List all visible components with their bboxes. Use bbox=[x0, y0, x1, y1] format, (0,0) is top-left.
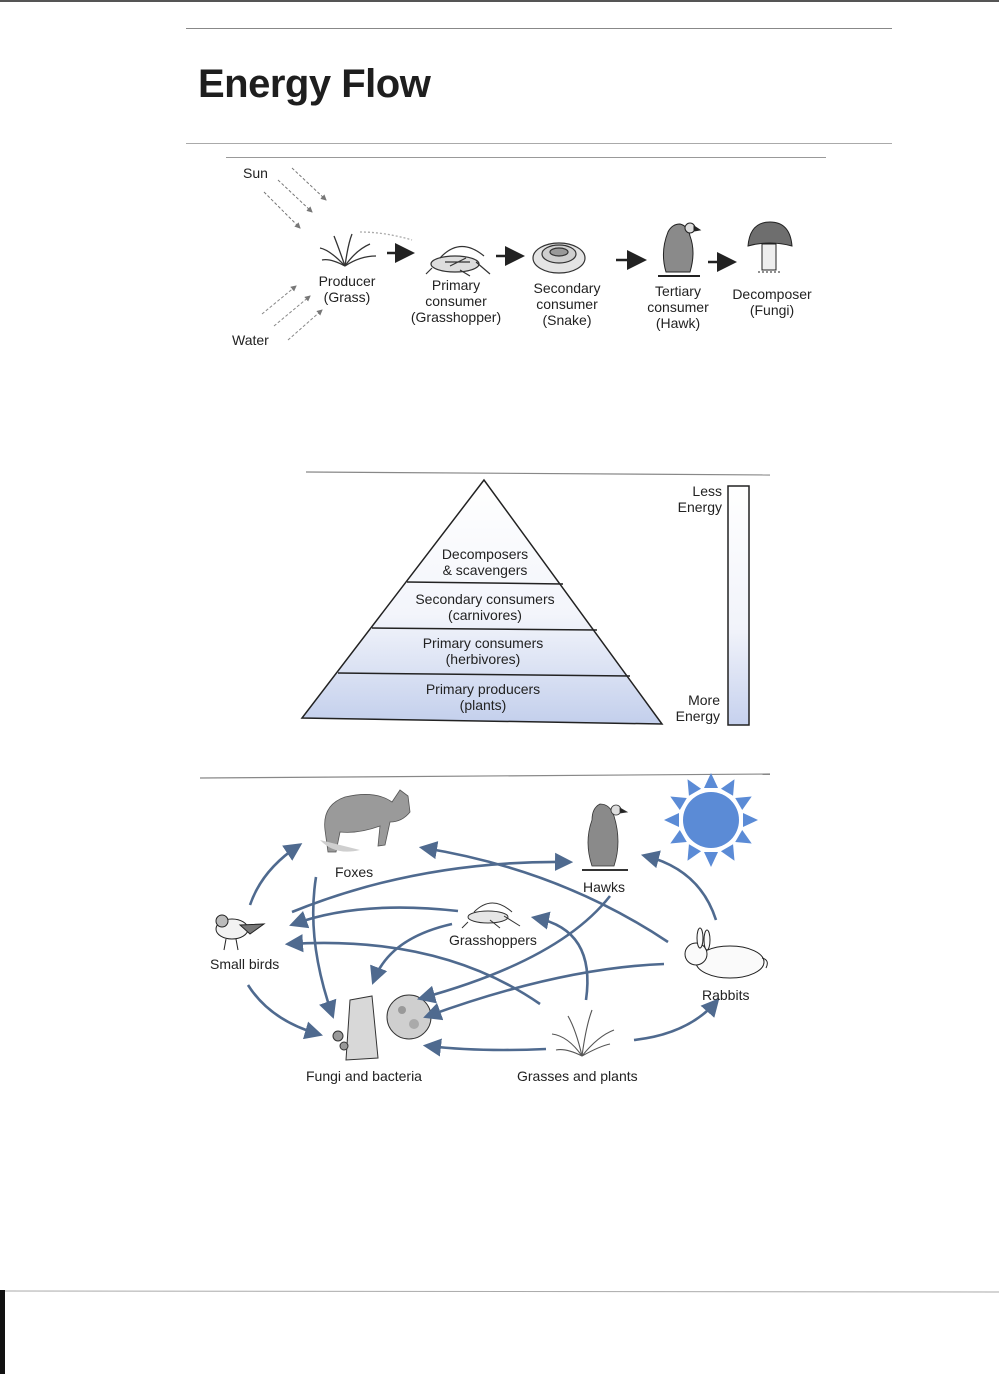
scale-line: More bbox=[688, 692, 720, 708]
web-node-foxes: Foxes bbox=[335, 864, 374, 880]
section2-rule bbox=[305, 471, 771, 476]
level-line: (carnivores) bbox=[448, 607, 522, 623]
energy-scale-bar bbox=[727, 485, 750, 726]
hawk-web-icon bbox=[582, 803, 629, 871]
stage-line: consumer bbox=[425, 293, 487, 309]
level-line: & scavengers bbox=[442, 562, 528, 578]
chain-stage-producer: Producer (Grass) bbox=[297, 273, 397, 305]
fox-icon bbox=[320, 789, 411, 853]
level-line: Primary producers bbox=[425, 681, 541, 697]
page-bottom-rule bbox=[0, 1290, 999, 1293]
title-top-rule bbox=[186, 28, 892, 29]
level-line: (herbivores) bbox=[445, 651, 521, 667]
level-line: Secondary consumers bbox=[415, 591, 555, 607]
sun-label: Sun bbox=[243, 165, 268, 181]
stage-line: Secondary bbox=[533, 280, 601, 296]
sun-ray bbox=[720, 779, 735, 796]
fungi-bacteria-icon bbox=[332, 994, 432, 1061]
title-bottom-rule bbox=[186, 143, 892, 144]
energy-scale-top-label: Less Energy bbox=[662, 483, 722, 515]
level-line: Decomposers bbox=[441, 546, 529, 562]
pyramid-level-secondary-consumers: Secondary consumers (carnivores) bbox=[365, 591, 605, 623]
stage-line: Producer bbox=[318, 273, 376, 289]
level-line: (plants) bbox=[459, 697, 507, 713]
water-arrows-icon bbox=[261, 285, 323, 341]
web-node-rabbits: Rabbits bbox=[702, 987, 750, 1003]
chain-stage-tertiary-consumer: Tertiary consumer (Hawk) bbox=[628, 283, 728, 331]
grasses-plants-icon bbox=[551, 1009, 615, 1057]
scan-left-edge bbox=[0, 1290, 5, 1374]
food-web-arrows bbox=[246, 841, 720, 1057]
grasshopper-web-icon bbox=[461, 902, 521, 929]
sun-ray bbox=[687, 844, 702, 861]
page-title: Energy Flow bbox=[198, 62, 431, 106]
stage-line: Decomposer bbox=[732, 286, 812, 302]
sun-rays-icon bbox=[263, 167, 327, 229]
sun-icon bbox=[664, 773, 758, 867]
sun-ray bbox=[664, 813, 679, 827]
web-node-grasshoppers: Grasshoppers bbox=[449, 932, 537, 948]
sun-ray bbox=[704, 852, 718, 867]
chain-arrows bbox=[387, 243, 737, 272]
sun-ray bbox=[704, 773, 718, 788]
scan-top-edge bbox=[0, 0, 999, 2]
stage-line: consumer bbox=[647, 299, 709, 315]
stage-line: Tertiary bbox=[655, 283, 701, 299]
sun-ray bbox=[735, 829, 752, 844]
pyramid-level-primary-producers: Primary producers (plants) bbox=[363, 681, 603, 713]
sun-ray bbox=[743, 813, 758, 827]
web-node-fungi-bacteria: Fungi and bacteria bbox=[306, 1068, 422, 1084]
sun-ray bbox=[735, 796, 752, 811]
stage-line: (Grass) bbox=[323, 289, 371, 305]
small-bird-icon bbox=[215, 914, 266, 951]
stage-line: (Grasshopper) bbox=[410, 309, 502, 325]
stage-line: consumer bbox=[536, 296, 598, 312]
stage-line: (Snake) bbox=[542, 312, 592, 328]
hawk-icon bbox=[658, 222, 702, 277]
web-node-hawks: Hawks bbox=[583, 879, 626, 895]
section1-rule bbox=[226, 157, 826, 158]
stage-line: (Hawk) bbox=[655, 315, 701, 331]
rabbit-icon bbox=[684, 927, 768, 979]
sun-ray bbox=[720, 844, 735, 861]
energy-pyramid bbox=[300, 478, 664, 725]
scale-line: Less bbox=[692, 483, 722, 499]
sun-ray bbox=[670, 829, 687, 844]
sun-ray bbox=[670, 796, 687, 811]
chain-stage-primary-consumer: Primary consumer (Grasshopper) bbox=[400, 277, 512, 325]
mushroom-icon bbox=[747, 221, 793, 273]
sun-ray bbox=[687, 779, 702, 796]
web-node-small-birds: Small birds bbox=[210, 956, 280, 972]
scale-line: Energy bbox=[675, 708, 720, 724]
stage-line: Primary bbox=[431, 277, 481, 293]
pyramid-level-primary-consumers: Primary consumers (herbivores) bbox=[363, 635, 603, 667]
grasshopper-icon bbox=[425, 245, 491, 277]
energy-scale-bottom-label: More Energy bbox=[660, 692, 720, 724]
chain-stage-decomposer: Decomposer (Fungi) bbox=[720, 286, 824, 318]
grass-icon bbox=[319, 231, 413, 267]
stage-line: (Fungi) bbox=[749, 302, 795, 318]
scale-line: Energy bbox=[677, 499, 722, 515]
water-label: Water bbox=[232, 332, 269, 348]
level-line: Primary consumers bbox=[422, 635, 544, 651]
chain-stage-secondary-consumer: Secondary consumer (Snake) bbox=[517, 280, 617, 328]
pyramid-level-decomposers: Decomposers & scavengers bbox=[365, 546, 605, 578]
web-node-grasses-plants: Grasses and plants bbox=[517, 1068, 638, 1084]
snake-icon bbox=[532, 242, 586, 274]
section3-rule bbox=[199, 773, 771, 779]
